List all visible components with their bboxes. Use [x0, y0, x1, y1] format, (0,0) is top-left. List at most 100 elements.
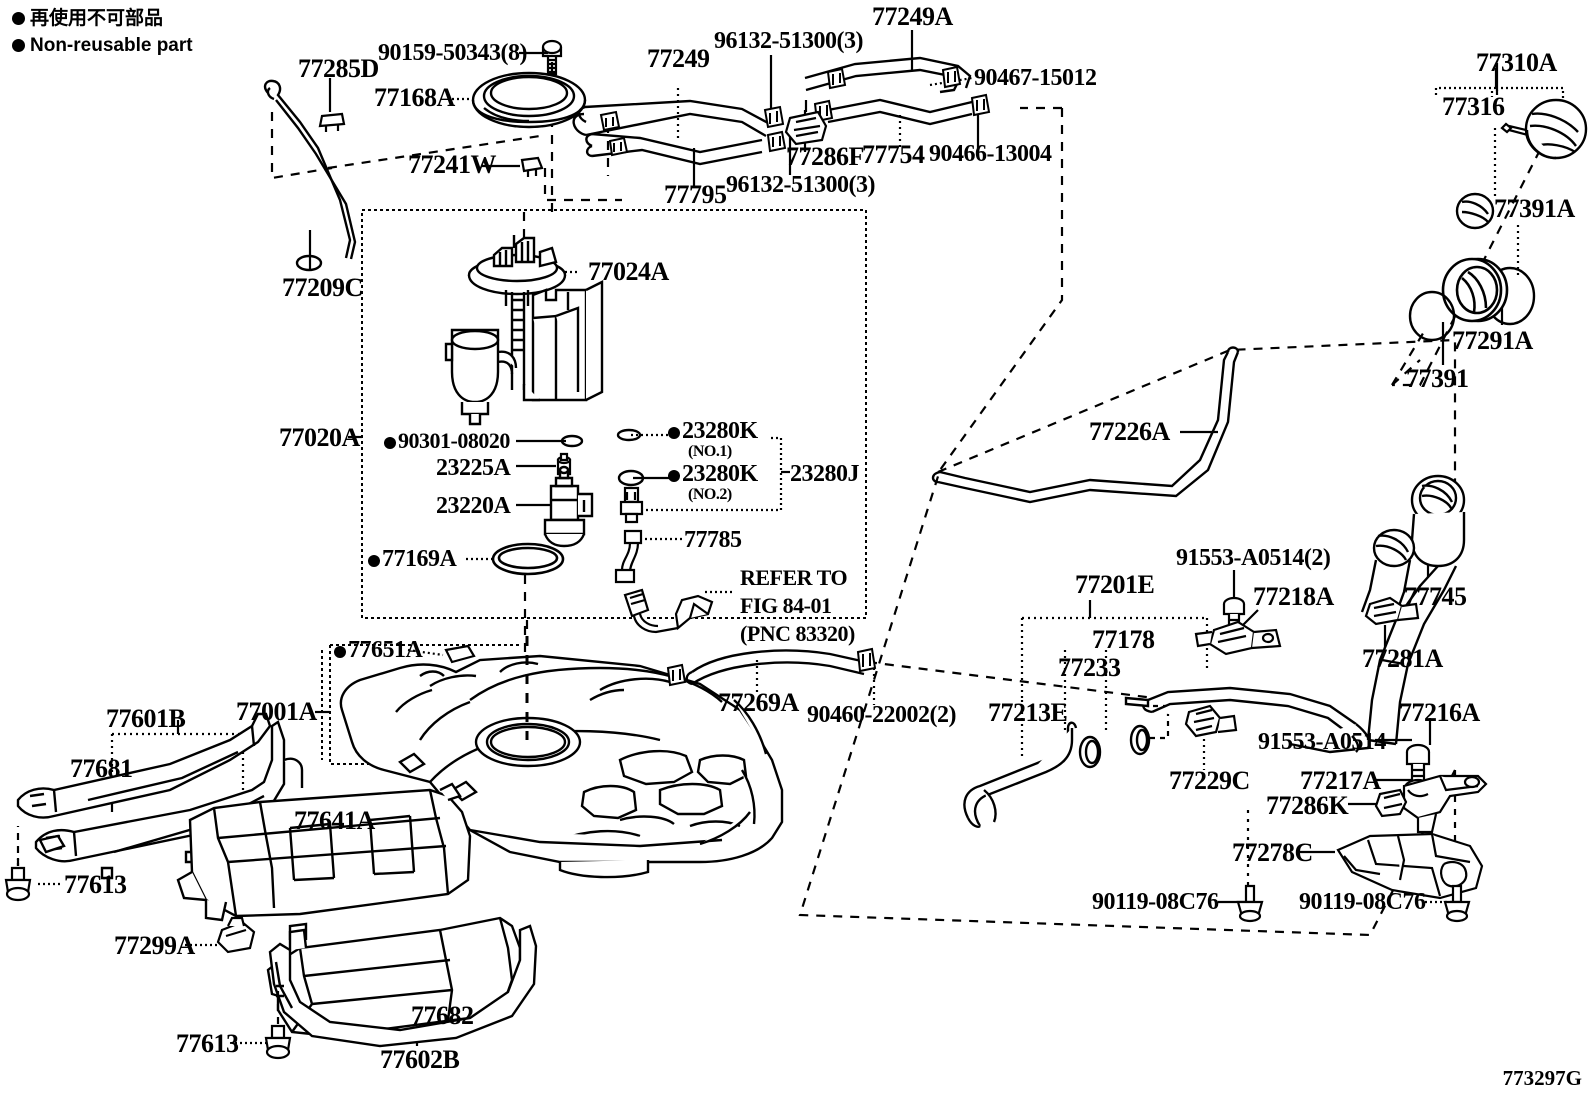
- clamp: [599, 110, 621, 132]
- assembly-dashed-lines: [270, 106, 1541, 937]
- part-label-77249: 77249: [647, 44, 710, 73]
- part-label-77601B: 77601B: [106, 704, 186, 733]
- part-label-91553-A0514: 91553-A0514: [1258, 729, 1386, 755]
- part-label-90460-22002: 90460-22002(2): [807, 702, 956, 728]
- part-77681-strap: [16, 712, 272, 819]
- part-label-77269A: 77269A: [718, 688, 799, 717]
- part-77168A-ring: [471, 71, 587, 129]
- non-reusable-bullet-icon: [334, 646, 346, 658]
- part-label-77310A: 77310A: [1476, 48, 1557, 77]
- refer-to-note: REFER TO FIG 84-01 (PNC 83320): [740, 564, 855, 648]
- part-label-77754: 77754: [862, 140, 925, 169]
- part-label-90159-50343: 90159-50343(8): [378, 40, 527, 66]
- part-77285D-clip: [318, 112, 346, 132]
- part-label-77217A: 77217A: [1300, 766, 1381, 795]
- refer-line-1: REFER TO: [740, 565, 848, 590]
- part-label-77795: 77795: [664, 180, 727, 209]
- clamp: [666, 663, 687, 687]
- part-label-77020A: 77020A: [279, 423, 360, 452]
- part-77285D-tube: [263, 79, 357, 272]
- part-label-90467-15012: 90467-15012: [974, 65, 1097, 91]
- refer-line-2: FIG 84-01: [740, 593, 832, 619]
- clamp: [608, 136, 629, 157]
- non-reusable-bullet-icon: [368, 555, 380, 567]
- part-label-77745: 77745: [1404, 582, 1467, 611]
- part-label-96132-51300-top: 96132-51300(3): [714, 28, 863, 54]
- part-label-77286F: 77286F: [786, 142, 864, 171]
- part-77785-tube: [614, 529, 643, 584]
- part-90119-bolt-left: [1236, 884, 1264, 923]
- legend-english: Non-reusable part: [12, 36, 193, 55]
- part-label-77278C: 77278C: [1232, 838, 1313, 867]
- part-label-77285D: 77285D: [298, 54, 379, 83]
- part-77281A-clamp: [1364, 596, 1420, 626]
- part-label-77201E: 77201E: [1075, 570, 1155, 599]
- part-label-77168A: 77168A: [374, 83, 455, 112]
- part-label-77286K: 77286K: [1266, 791, 1349, 820]
- part-label-77218A: 77218A: [1253, 582, 1334, 611]
- part-77233-oring: [1078, 735, 1102, 769]
- part-label-90301-08020: 90301-08020: [384, 430, 510, 452]
- part-77249-tube: [572, 99, 771, 138]
- part-label-77233: 77233: [1058, 653, 1121, 682]
- part-label-77641A: 77641A: [294, 806, 375, 835]
- part-label-90466-13004: 90466-13004: [929, 141, 1052, 167]
- part-label-23280K-no2: 23280K: [668, 462, 758, 486]
- part-label-77613-bottom: 77613: [176, 1029, 239, 1058]
- part-77391A-gasket: [1455, 192, 1495, 230]
- part-label-77209C: 77209C: [282, 273, 363, 302]
- group-box-77001A: [329, 644, 617, 765]
- part-label-77391: 77391: [1406, 364, 1469, 393]
- part-23220A-pump: [543, 465, 594, 548]
- part-label-77178: 77178: [1092, 625, 1155, 654]
- part-label-91553-A0514-2: 91553-A0514(2): [1176, 545, 1331, 571]
- part-label-77651A: 77651A: [334, 638, 423, 662]
- non-reusable-bullet-icon: [12, 12, 25, 25]
- part-77310A-fuel-cap: [1524, 98, 1588, 160]
- connector-dash: [1148, 704, 1170, 740]
- part-77286F-connector: [784, 100, 828, 146]
- part-label-77001A: 77001A: [236, 697, 317, 726]
- part-77391-oring: [1408, 290, 1456, 342]
- part-label-77391A: 77391A: [1494, 194, 1575, 223]
- part-label-77613-left: 77613: [64, 870, 127, 899]
- part-label-90119-08C76-left: 90119-08C76: [1092, 889, 1219, 915]
- part-label-77169A: 77169A: [368, 547, 457, 571]
- part-77024A-fuel-pump: [444, 235, 604, 426]
- part-label-77281A: 77281A: [1362, 644, 1443, 673]
- legend-japanese: 再使用不可部品: [12, 9, 163, 28]
- part-77229C-clip: [1184, 704, 1238, 738]
- clamp: [941, 65, 962, 89]
- clamp: [766, 130, 787, 153]
- part-77169A-gasket: [491, 542, 565, 576]
- bracket-77310A: [1434, 68, 1565, 100]
- refer-line-3: (PNC 83320): [740, 621, 855, 647]
- part-label-23280K-no2-sub: (NO.2): [688, 486, 732, 503]
- group-box-77020A: [361, 209, 867, 619]
- clamp: [826, 67, 847, 90]
- part-77213E-hose: [963, 721, 1078, 828]
- part-77241W-clip: [520, 156, 544, 177]
- part-77299A-mount: [216, 916, 256, 954]
- part-label-77241W: 77241W: [408, 150, 497, 179]
- clamp: [970, 93, 991, 117]
- part-label-77213E: 77213E: [988, 698, 1068, 727]
- part-77754-tube: [827, 98, 973, 126]
- part-label-77216A: 77216A: [1399, 698, 1480, 727]
- part-label-23280K-no1: 23280K: [668, 419, 758, 443]
- part-label-77226A: 77226A: [1089, 417, 1170, 446]
- part-77651A-gasket: [444, 644, 476, 664]
- part-90159-bolt: [541, 39, 563, 76]
- part-23280K-no1-oring: [616, 428, 642, 442]
- non-reusable-bullet-icon: [384, 437, 396, 449]
- diagram-code: 773297G: [1502, 1066, 1582, 1090]
- part-label-77229C: 77229C: [1169, 766, 1250, 795]
- part-77316-tether: [1500, 122, 1529, 137]
- part-90119-bolt-right: [1443, 884, 1471, 923]
- part-label-77785: 77785: [684, 527, 742, 553]
- part-23280J-regulator: [619, 486, 644, 524]
- non-reusable-bullet-icon: [668, 470, 680, 482]
- part-77226A-tube: [931, 346, 1240, 504]
- part-label-77681: 77681: [70, 754, 133, 783]
